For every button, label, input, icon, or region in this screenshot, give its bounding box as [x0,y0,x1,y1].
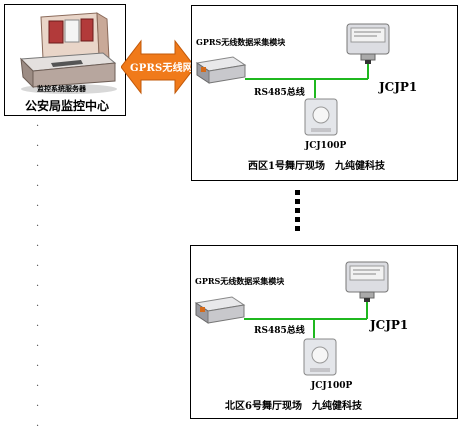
margin-dots: · · · · · · · · · · · · · · · · [36,121,40,432]
gprs-module-icon [194,296,246,324]
server-console-icon [19,12,117,94]
sensor-label: JCJP1 [370,318,409,332]
rs485-bus-lines [244,300,368,338]
node-label: JCJ100P [311,381,353,391]
gprs-link-label: GPRS无线网络 [130,63,204,74]
rs485-bus-lines [245,62,369,98]
jcjp1-sensor-icon [346,23,390,64]
jcj100p-detector-icon [303,338,337,376]
sensor-label: JCJP1 [379,80,418,94]
center-title: 公安局监控中心 [25,99,110,113]
site-box-2: GPRS无线数据采集模块 RS485总线 JCJP1 JCJ100P 北区6号舞… [190,245,458,419]
more-sites-ellipsis [295,190,300,231]
bus-label: RS485总线 [254,88,305,98]
module-label: GPRS无线数据采集模块 [195,276,285,286]
module-label: GPRS无线数据采集模块 [196,37,286,47]
site-box-1: GPRS无线数据采集模块 RS485总线 JCJP1 JCJ100P 西区1号舞… [191,5,458,181]
jcjp1-sensor-icon [345,261,389,302]
site-footer: 西区1号舞厅现场 九纯健科技 [248,161,385,172]
node-label: JCJ100P [305,141,347,151]
server-label: 监控系统服务器 [37,84,86,93]
gprs-module-icon [195,56,247,84]
gprs-link-arrow [121,39,195,95]
jcj100p-detector-icon [304,98,338,136]
bus-label: RS485总线 [254,326,305,336]
monitoring-center-box: 监控系统服务器 公安局监控中心 [4,4,126,116]
site-footer: 北区6号舞厅现场 九纯健科技 [225,401,362,412]
